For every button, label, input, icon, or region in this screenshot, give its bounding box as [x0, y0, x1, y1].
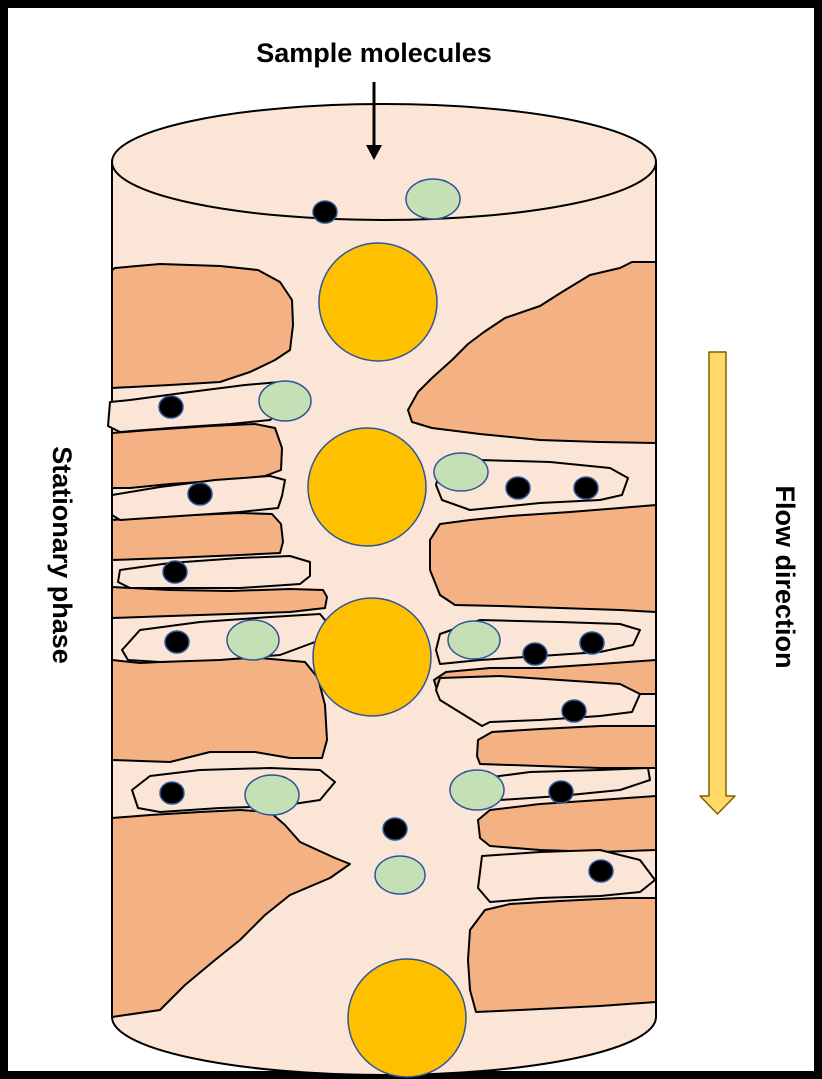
medium-molecule: [227, 620, 279, 660]
column-top-opening: [112, 104, 656, 220]
small-molecule: [506, 477, 530, 499]
large-molecule: [308, 428, 426, 546]
large-molecule: [348, 959, 466, 1077]
small-molecule: [383, 818, 407, 840]
small-molecule: [163, 561, 187, 583]
small-molecule: [313, 201, 337, 223]
small-molecule: [523, 643, 547, 665]
medium-molecule: [375, 856, 425, 894]
small-molecule: [574, 477, 598, 499]
flow-direction-arrow: [700, 352, 735, 814]
medium-molecule: [245, 775, 299, 815]
large-molecule: [313, 598, 431, 716]
medium-molecule: [259, 381, 311, 421]
medium-molecule: [406, 179, 460, 219]
large-molecule: [319, 243, 437, 361]
small-molecule: [580, 632, 604, 654]
medium-molecule: [450, 770, 504, 810]
sample-molecules-label: Sample molecules: [256, 38, 492, 68]
small-molecule: [562, 700, 586, 722]
medium-molecule: [448, 621, 500, 659]
small-molecule: [160, 782, 184, 804]
small-molecule: [589, 860, 613, 882]
medium-molecule: [434, 453, 488, 491]
small-molecule: [165, 631, 189, 653]
small-molecule: [159, 396, 183, 418]
flow-direction-label: Flow direction: [770, 485, 800, 668]
stationary-phase-label: Stationary phase: [47, 446, 77, 664]
small-molecule: [549, 781, 573, 803]
small-molecule: [188, 483, 212, 505]
